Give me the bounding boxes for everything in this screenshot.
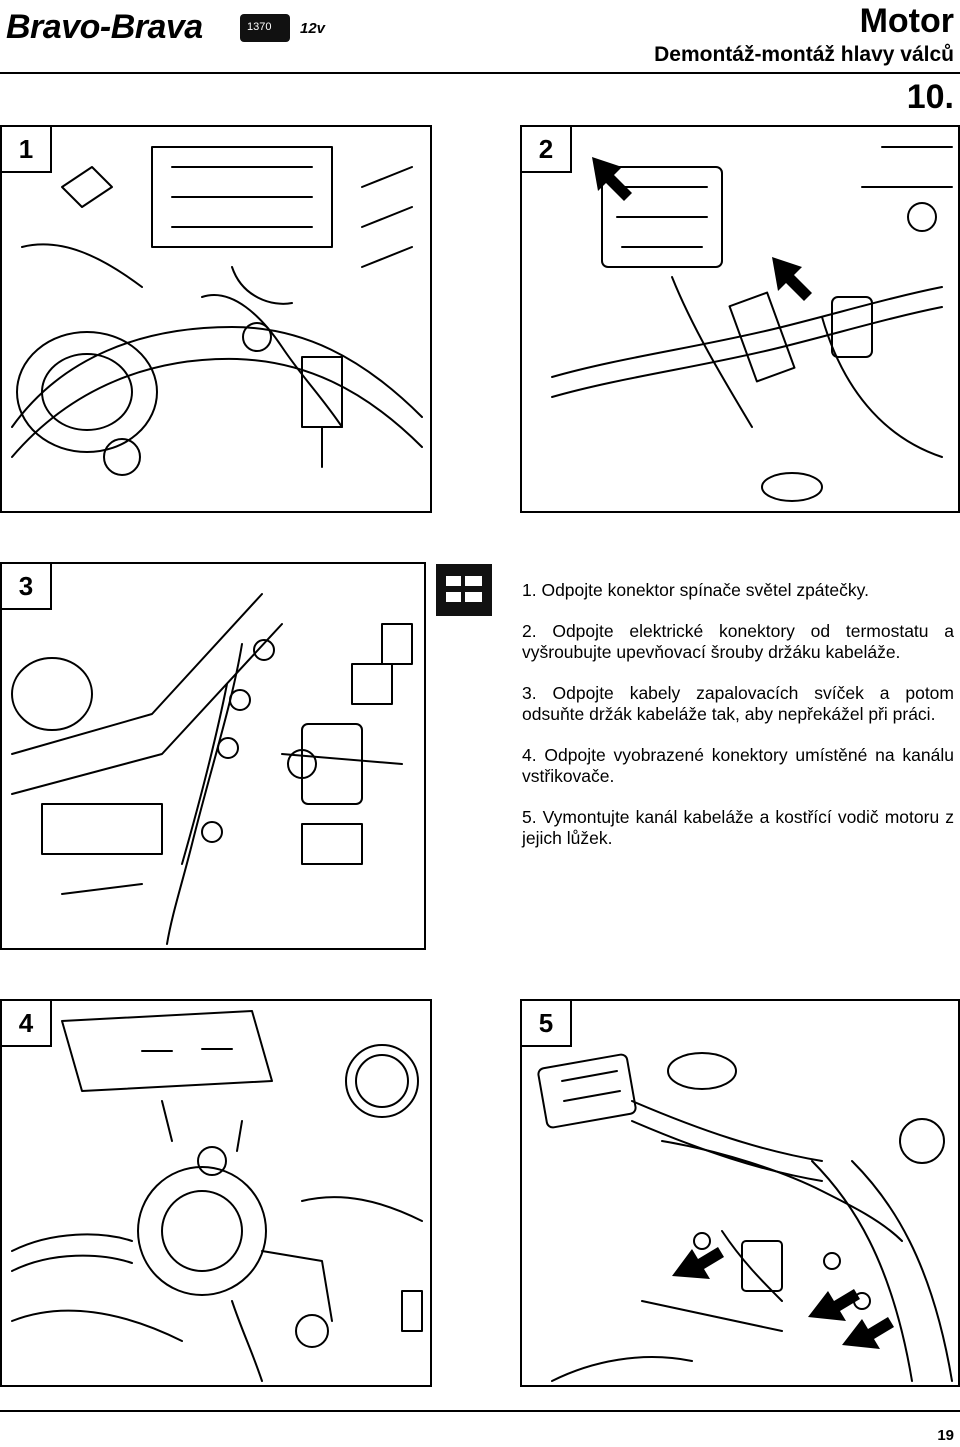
figure-3: 3 bbox=[0, 562, 426, 950]
engine-capacity: 1370 bbox=[247, 21, 272, 33]
pointer-arrow-icon bbox=[772, 257, 812, 301]
figure-5-arrows bbox=[672, 1247, 894, 1349]
figure-3-illustration bbox=[11, 593, 413, 945]
figure-1-illustration bbox=[11, 146, 423, 476]
figure-label: 4 bbox=[2, 1001, 52, 1047]
footer-divider bbox=[0, 1410, 960, 1412]
engine-badge: 1370 bbox=[240, 14, 296, 42]
figure-label: 1 bbox=[2, 127, 52, 173]
figure-4: 4 bbox=[0, 999, 432, 1387]
figure-label: 2 bbox=[522, 127, 572, 173]
section-number: 10. bbox=[906, 78, 954, 116]
pointer-arrow-icon bbox=[592, 157, 632, 201]
figure-label: 5 bbox=[522, 1001, 572, 1047]
procedure-icon bbox=[436, 564, 492, 616]
chapter-title: Motor bbox=[859, 2, 954, 40]
brand-title: Bravo-Brava bbox=[6, 8, 203, 46]
instruction-step: 1. Odpojte konektor spínače světel zpáte… bbox=[522, 580, 869, 600]
instruction-step: 4. Odpojte vyobrazené konektory umístěné… bbox=[522, 745, 954, 786]
engine-block-icon bbox=[240, 14, 290, 42]
figure-5-illustration bbox=[537, 1052, 953, 1382]
valve-count: 12v bbox=[300, 20, 326, 37]
figure-2: 2 bbox=[520, 125, 960, 513]
figure-4-illustration bbox=[11, 1010, 423, 1382]
figure-1: 1 bbox=[0, 125, 432, 513]
instruction-step: 5. Vymontujte kanál kabeláže a kostřící … bbox=[522, 807, 954, 848]
figure-2-arrows bbox=[592, 157, 812, 301]
figure-5: 5 bbox=[520, 999, 960, 1387]
figure-label: 3 bbox=[2, 564, 52, 610]
figure-2-illustration bbox=[551, 146, 953, 502]
pointer-arrow-icon bbox=[808, 1289, 860, 1321]
pointer-arrow-icon bbox=[842, 1317, 894, 1349]
instruction-list: 1. Odpojte konektor spínače světel zpáte… bbox=[522, 580, 954, 869]
header-divider bbox=[0, 72, 960, 74]
page-subtitle: Demontáž-montáž hlavy válců bbox=[654, 43, 954, 66]
instruction-step: 2. Odpojte elektrické konektory od termo… bbox=[522, 621, 954, 662]
page-number: 19 bbox=[937, 1427, 954, 1444]
instruction-step: 3. Odpojte kabely zapalovacích svíček a … bbox=[522, 683, 954, 724]
pointer-arrow-icon bbox=[672, 1247, 724, 1279]
